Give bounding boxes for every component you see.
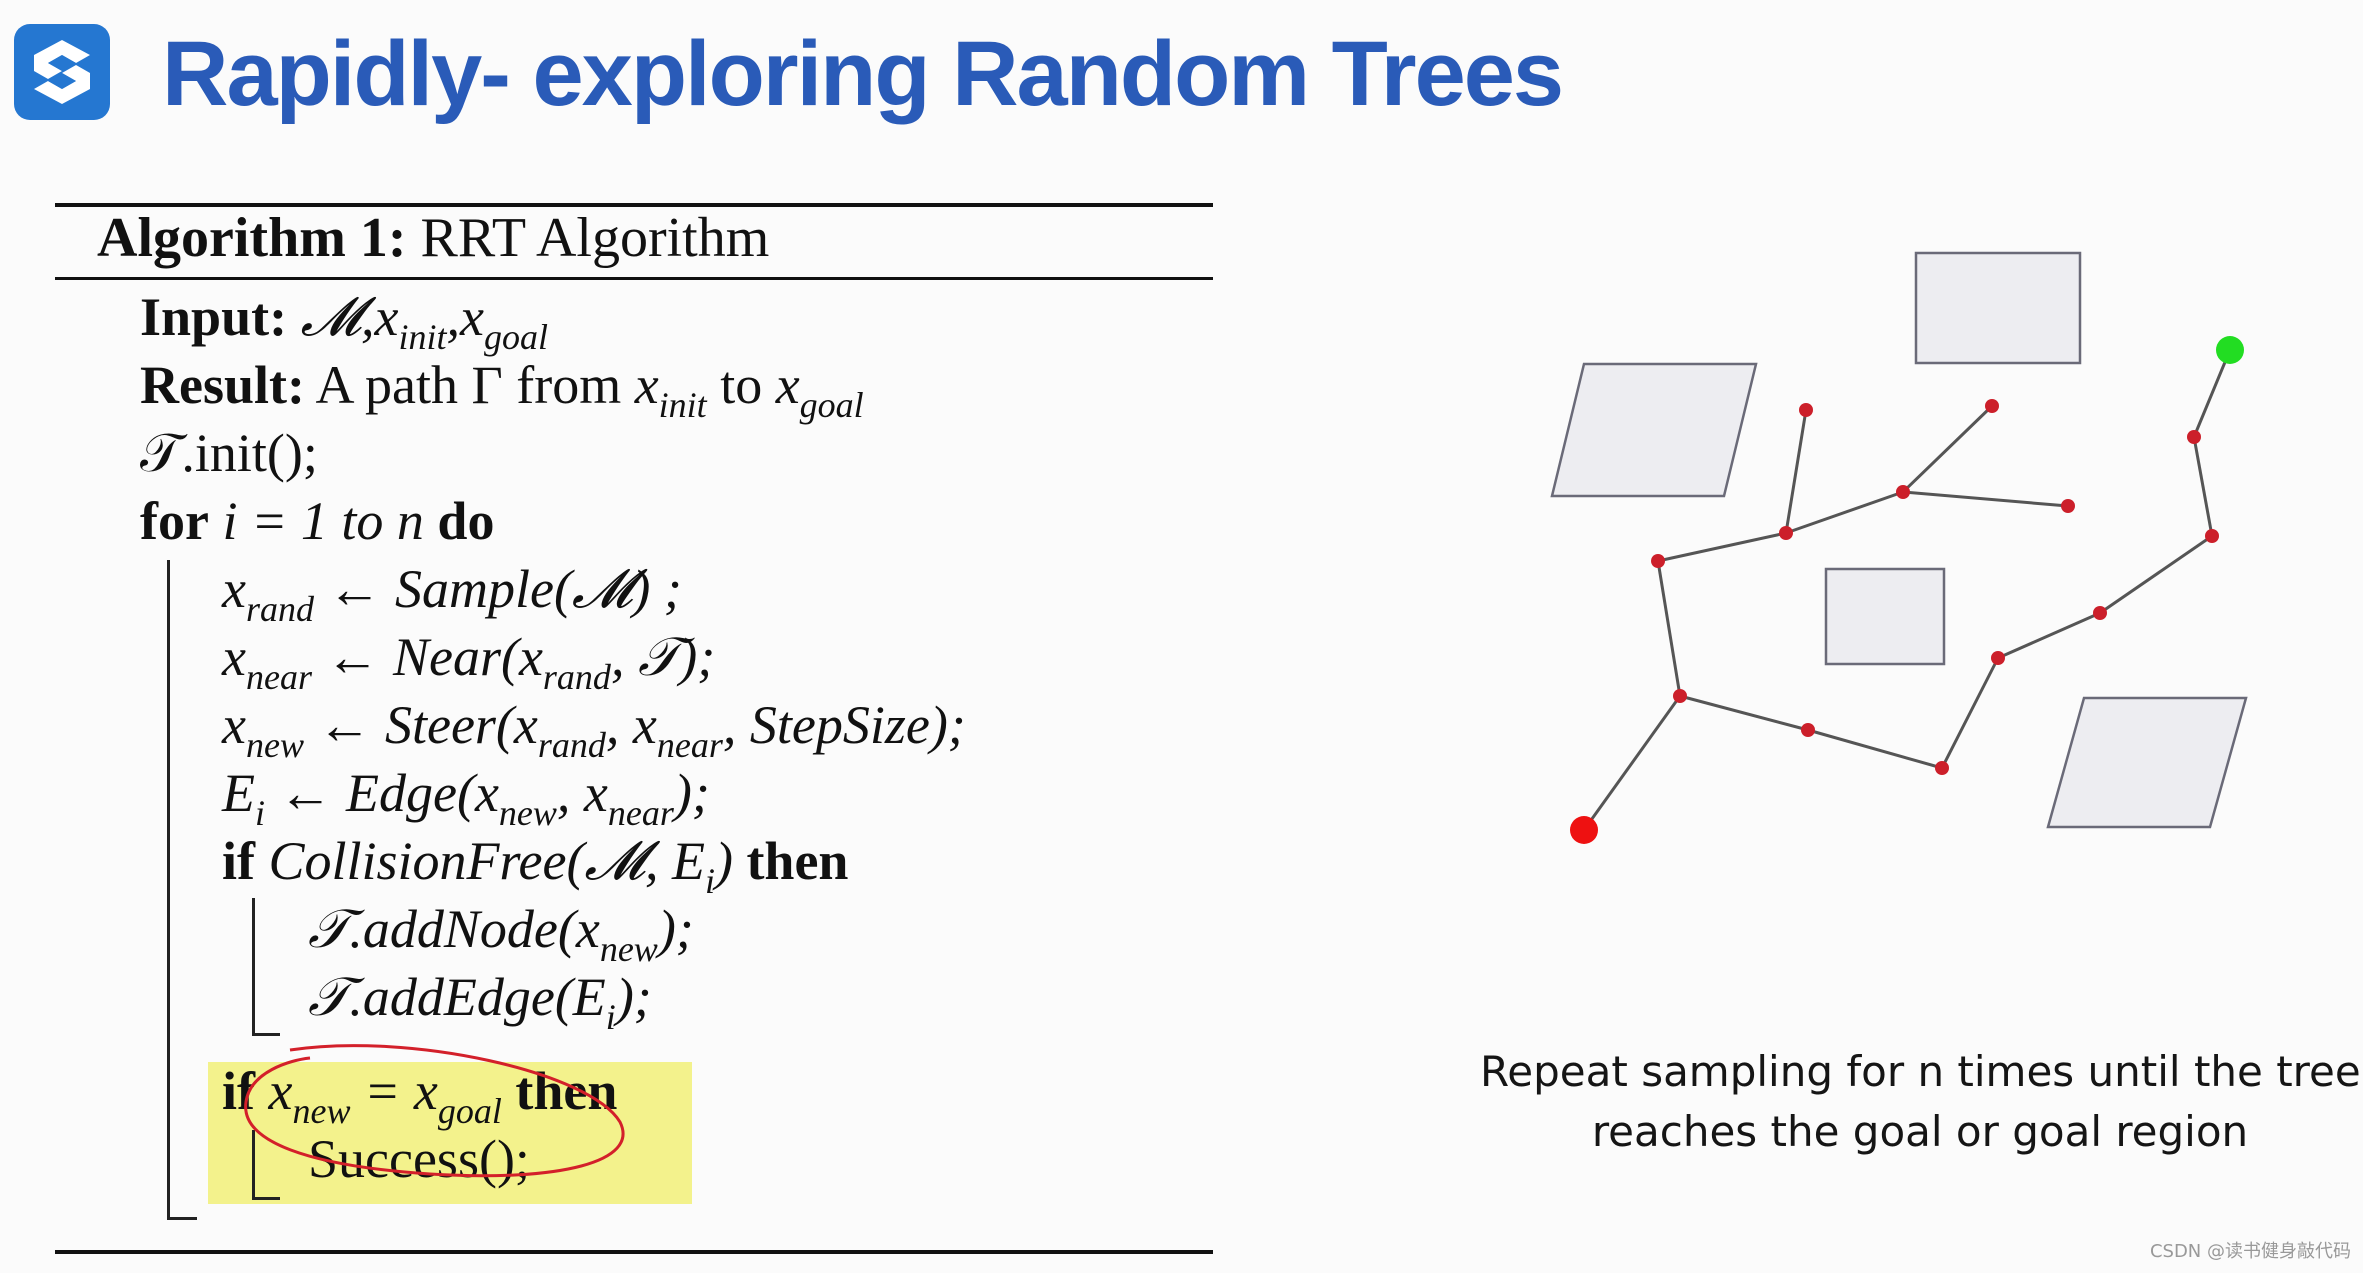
tree-node (1991, 651, 2005, 665)
tree-node (1985, 399, 1999, 413)
tree-node (1935, 761, 1949, 775)
tree-node (1896, 485, 1910, 499)
caption-line-1: Repeat sampling for n times until the tr… (1480, 1047, 2361, 1096)
tree-edge (1901, 404, 1994, 494)
obstacle-square-center (1824, 567, 1946, 666)
tree-edge (2099, 534, 2213, 615)
tree-edge (1784, 409, 1808, 534)
obstacle-parallelogram-right (2046, 696, 2248, 829)
algorithm-name: RRT Algorithm (420, 207, 770, 269)
addedge-line: 𝒯.addEdge(Ei); (308, 967, 652, 1037)
rrt-diagram (1550, 251, 2248, 844)
near-line: xnear ← Near(xrand, 𝒯); (222, 627, 716, 697)
tree-edge (2192, 436, 2214, 537)
addnode-line: 𝒯.addNode(xnew); (308, 899, 694, 969)
sample-line: xrand ← Sample(𝓜) ; (222, 559, 682, 629)
red-annotation-circle (244, 1044, 625, 1178)
tree-node (1673, 689, 1687, 703)
collision-line: if CollisionFree(𝓜, Ei) then (222, 831, 849, 901)
tree-edge (1940, 657, 2000, 769)
tree-edge (1582, 695, 1682, 831)
goal-block-bar (252, 1130, 255, 1200)
tree-edge (1679, 694, 1809, 732)
tree-node (1799, 403, 1813, 417)
tree-edge (1997, 611, 2101, 660)
bottom-rule (55, 1250, 1213, 1254)
if-block-bar (252, 898, 255, 1036)
tree-edge (1807, 728, 1943, 770)
result-line: Result: A path Γ from xinit to xgoal (140, 355, 864, 425)
top-rule (55, 203, 1213, 207)
tree-node (2061, 499, 2075, 513)
goal-block-end (252, 1197, 280, 1200)
input-line: Input: 𝓜,xinit,xgoal (140, 287, 549, 357)
tree-edges (1582, 349, 2232, 831)
tree-node (2187, 430, 2201, 444)
for-block-bar (167, 560, 170, 1220)
obstacle-square-top (1914, 251, 2082, 365)
algorithm-label: Algorithm 1: (97, 207, 407, 269)
s-logo-icon (34, 40, 90, 104)
logo (14, 24, 110, 120)
tree-node (2205, 529, 2219, 543)
caption: Repeat sampling for n times until the tr… (1480, 1042, 2361, 1162)
init-line: 𝒯.init(); (140, 423, 318, 483)
page-title: Rapidly- exploring Random Trees (162, 23, 1564, 125)
algorithm-header: Algorithm 1: RRT Algorithm (97, 206, 769, 270)
steer-line: xnew ← Steer(xrand, xnear, StepSize); (222, 695, 966, 765)
watermark: CSDN @读书健身敲代码 (2149, 1241, 2351, 1262)
header-rule (55, 277, 1213, 280)
highlight-box (208, 1062, 692, 1204)
goal-node (2216, 336, 2244, 364)
tree-edge (1656, 560, 1682, 697)
start-node (1570, 816, 1598, 844)
tree-node (1651, 554, 1665, 568)
edge-line: Ei ← Edge(xnew, xnear); (222, 763, 710, 833)
tree-edge (1902, 490, 2069, 508)
if-block-end (252, 1033, 280, 1036)
tree-edge (1785, 490, 1904, 535)
for-block-end (167, 1217, 197, 1220)
tree-node (1779, 526, 1793, 540)
tree-edge (2192, 349, 2232, 438)
tree-node (1801, 723, 1815, 737)
tree-node (2093, 606, 2107, 620)
obstacles (1550, 251, 2248, 829)
tree-nodes (1651, 399, 2219, 775)
caption-line-2: reaches the goal or goal region (1591, 1107, 2249, 1156)
tree-edge (1657, 531, 1787, 563)
for-line: for i = 1 to n do (140, 491, 495, 551)
obstacle-parallelogram-left (1550, 362, 1758, 498)
